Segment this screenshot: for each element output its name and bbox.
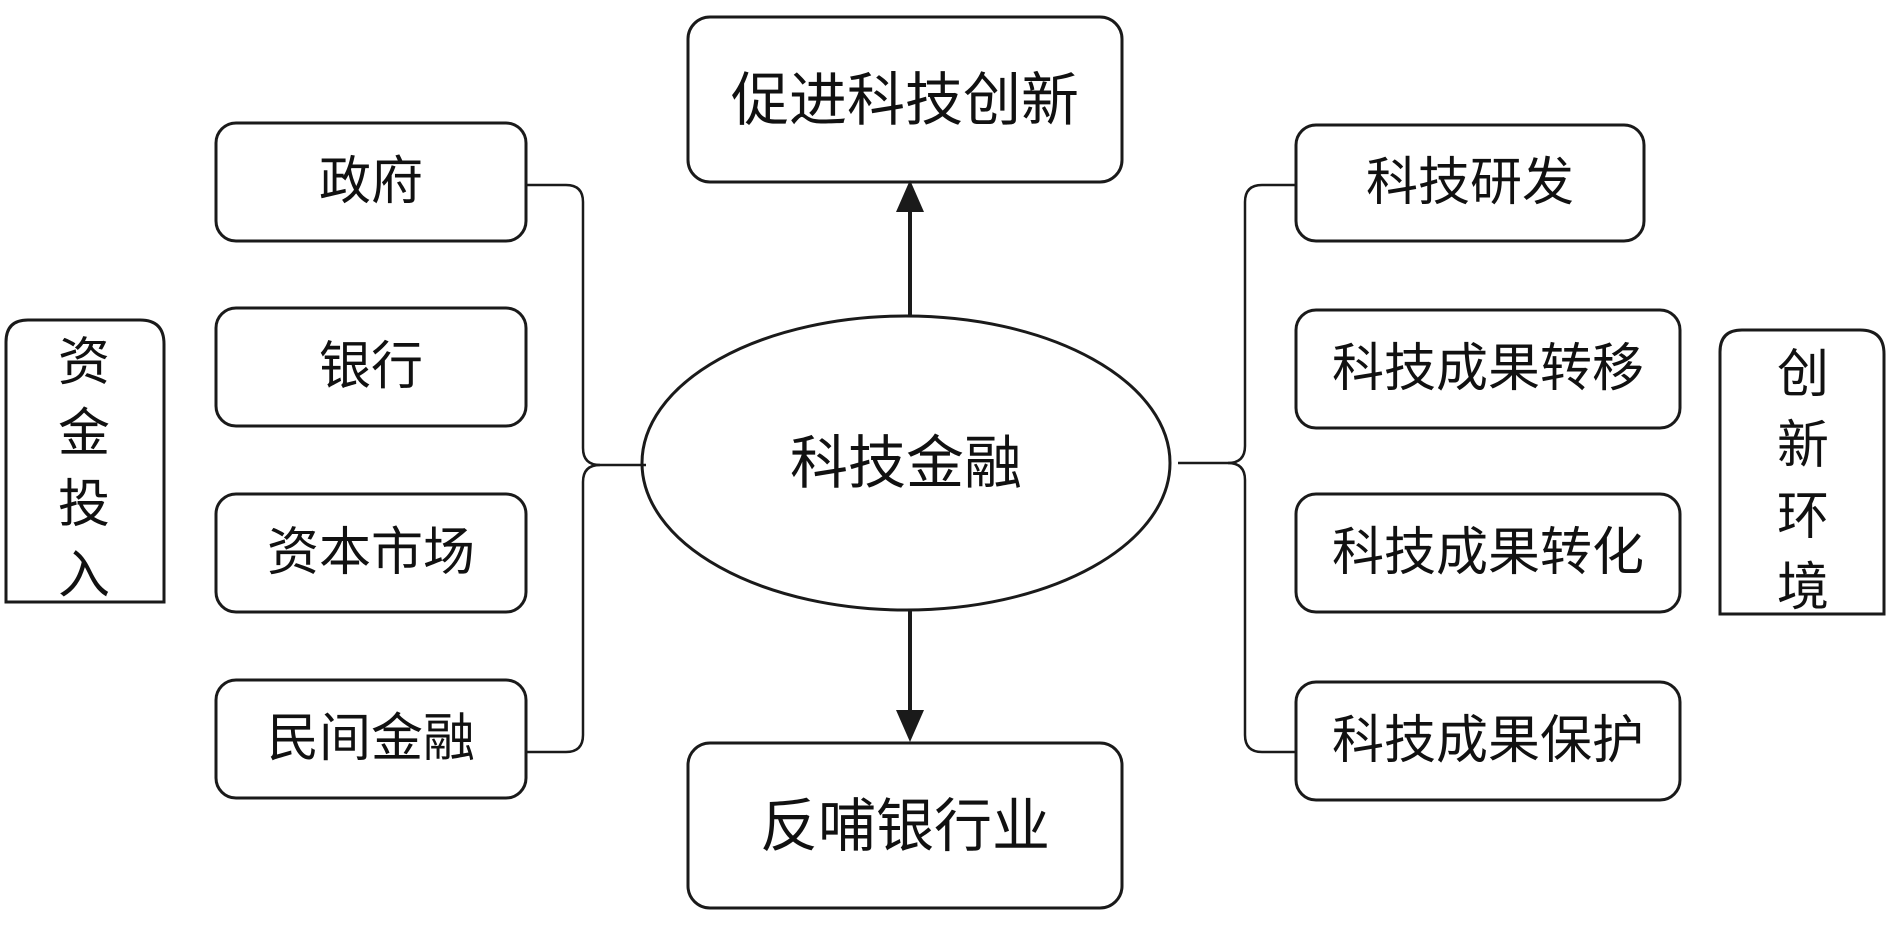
node-center: 科技金融 <box>640 314 1172 612</box>
arrow-down <box>896 610 924 742</box>
left-connector-bottom <box>526 463 601 754</box>
left-item-3: 资本市场 <box>214 492 528 614</box>
right-connector-top <box>1178 183 1296 465</box>
right-item-3: 科技成果转化 <box>1294 492 1682 614</box>
node-center-label: 科技金融 <box>790 429 1022 497</box>
right-group-box: 创 新 环 境 <box>1718 328 1886 618</box>
right-group-char-2: 新 <box>1777 416 1829 476</box>
left-item-2: 银行 <box>214 306 528 428</box>
left-item-3-label: 资本市场 <box>267 523 475 583</box>
left-group-char-3: 投 <box>58 475 110 535</box>
arrow-up <box>896 180 924 316</box>
left-item-4-label: 民间金融 <box>267 709 475 769</box>
right-group-char-1: 创 <box>1777 345 1829 405</box>
left-group-char-1: 资 <box>58 333 110 393</box>
right-item-1: 科技研发 <box>1294 123 1646 243</box>
left-group-char-4: 入 <box>58 546 110 606</box>
right-group-char-3: 环 <box>1777 487 1829 547</box>
right-item-2: 科技成果转移 <box>1294 308 1682 430</box>
right-item-3-label: 科技成果转化 <box>1332 523 1644 583</box>
node-bottom: 反哺银行业 <box>686 741 1124 910</box>
left-item-4: 民间金融 <box>214 678 528 800</box>
left-connector-top <box>526 183 646 467</box>
left-item-2-label: 银行 <box>319 337 423 397</box>
left-group-box: 资 金 投 入 <box>4 318 166 606</box>
right-item-4: 科技成果保护 <box>1294 680 1682 802</box>
node-top-label: 促进科技创新 <box>731 66 1079 134</box>
left-item-1: 政府 <box>214 121 528 243</box>
left-item-1-label: 政府 <box>319 152 423 212</box>
right-item-4-label: 科技成果保护 <box>1332 711 1644 771</box>
right-item-1-label: 科技研发 <box>1366 153 1574 213</box>
node-bottom-label: 反哺银行业 <box>760 792 1050 860</box>
left-group-char-2: 金 <box>58 404 110 464</box>
right-group-char-4: 境 <box>1777 558 1829 618</box>
node-top: 促进科技创新 <box>686 15 1124 184</box>
right-item-2-label: 科技成果转移 <box>1332 339 1644 399</box>
right-connector-bottom <box>1227 461 1296 754</box>
